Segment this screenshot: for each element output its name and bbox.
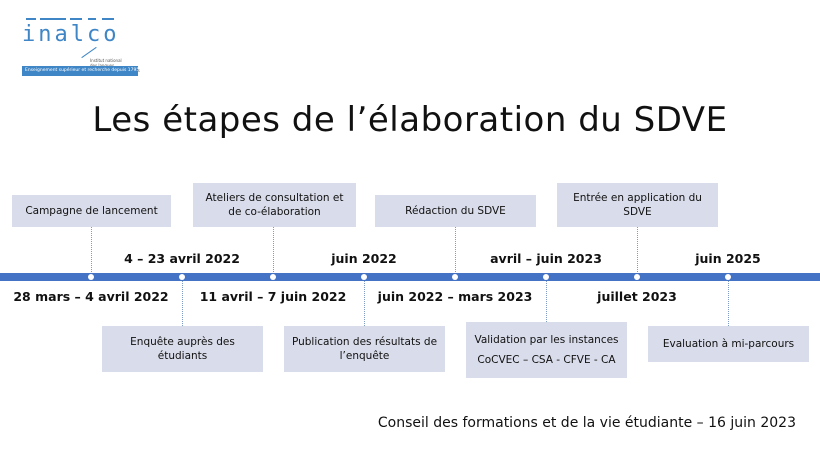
date-above-1: 4 – 23 avril 2022 bbox=[124, 251, 240, 266]
timeline-dot bbox=[361, 274, 367, 280]
inalco-logo: inalco Institut national des langues et … bbox=[22, 14, 144, 76]
logo-scripts-icon bbox=[26, 18, 114, 20]
date-below-2: 11 avril – 7 juin 2022 bbox=[199, 289, 347, 304]
timeline-dot bbox=[543, 274, 549, 280]
connector-validation bbox=[546, 281, 547, 322]
step-box-validation: Validation par les instances CoCVEC – CS… bbox=[466, 322, 627, 378]
logo-band: Enseignement supérieur et recherche depu… bbox=[22, 66, 138, 76]
connector-redaction bbox=[455, 227, 456, 274]
date-above-4: juin 2025 bbox=[695, 251, 761, 266]
connector-publication bbox=[364, 281, 365, 326]
step-box-redaction: Rédaction du SDVE bbox=[375, 195, 536, 227]
timeline-dot bbox=[270, 274, 276, 280]
timeline-dot bbox=[452, 274, 458, 280]
connector-campagne bbox=[91, 227, 92, 274]
date-above-2: juin 2022 bbox=[331, 251, 397, 266]
timeline-axis bbox=[0, 273, 820, 281]
footer-caption: Conseil des formations et de la vie étud… bbox=[377, 415, 796, 431]
timeline-dot bbox=[179, 274, 185, 280]
step-box-publication: Publication des résultats de l’enquête bbox=[284, 326, 445, 372]
timeline-dot bbox=[88, 274, 94, 280]
date-below-4: juillet 2023 bbox=[597, 289, 677, 304]
connector-evaluation bbox=[728, 281, 729, 326]
step-box-enquete: Enquête auprès des étudiants bbox=[102, 326, 263, 372]
connector-entree bbox=[637, 227, 638, 274]
date-above-3: avril – juin 2023 bbox=[490, 251, 602, 266]
date-below-3: juin 2022 – mars 2023 bbox=[377, 289, 533, 304]
date-below-1: 28 mars – 4 avril 2022 bbox=[13, 289, 169, 304]
step-box-entree: Entrée en application du SDVE bbox=[557, 183, 718, 227]
timeline-dot bbox=[725, 274, 731, 280]
timeline-dot bbox=[634, 274, 640, 280]
connector-enquete bbox=[182, 281, 183, 326]
step-box-campagne: Campagne de lancement bbox=[12, 195, 171, 227]
step-box-evaluation: Evaluation à mi-parcours bbox=[648, 326, 809, 362]
logo-accent-line bbox=[81, 46, 97, 59]
connector-ateliers bbox=[273, 227, 274, 274]
slide-title: Les étapes de l’élaboration du SDVE bbox=[92, 100, 728, 140]
logo-wordmark: inalco bbox=[22, 22, 120, 47]
step-box-ateliers: Ateliers de consultation et de co-élabor… bbox=[193, 183, 356, 227]
